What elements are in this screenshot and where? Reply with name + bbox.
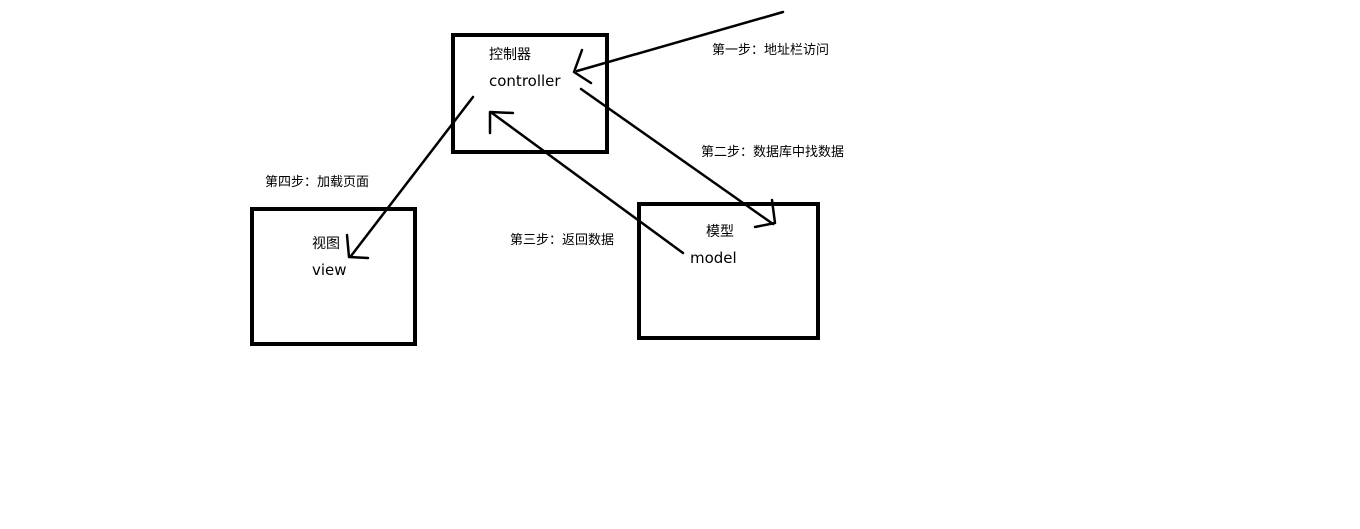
step3-label: 第三步：返回数据: [510, 233, 615, 248]
view-label-en: view: [312, 261, 347, 279]
controller-label-en: controller: [489, 72, 561, 90]
model-label-en: model: [690, 249, 737, 267]
view-box: [250, 207, 417, 346]
step1-label: 第一步：地址栏访问: [712, 43, 830, 58]
controller-label-zh: 控制器: [489, 47, 531, 63]
model-label-zh: 模型: [706, 224, 734, 240]
view-label-zh: 视图: [312, 236, 340, 252]
step4-label: 第四步：加载页面: [265, 175, 370, 190]
step2-label: 第二步：数据库中找数据: [701, 145, 845, 160]
